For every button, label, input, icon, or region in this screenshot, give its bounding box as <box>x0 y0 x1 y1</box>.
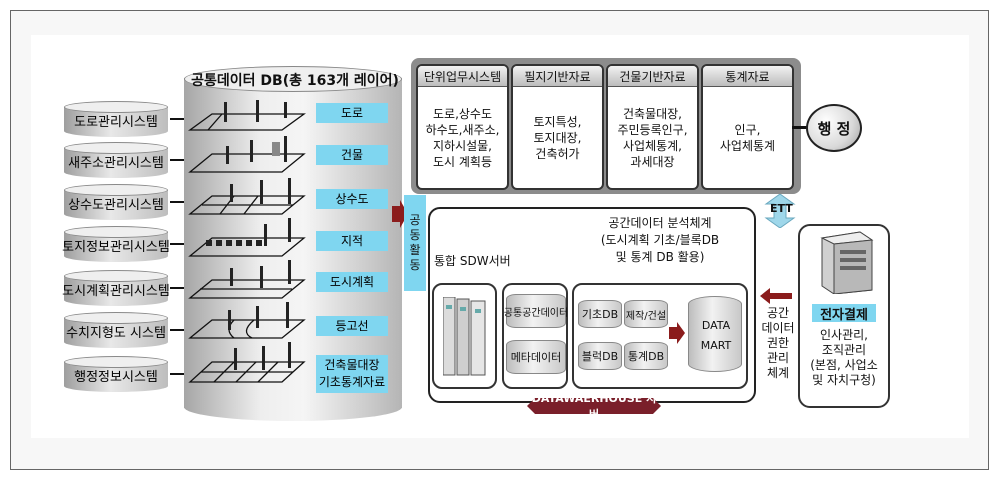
info-box-body: 인구, 사업체통계 <box>719 123 776 153</box>
sdw-label: 통합 SDW서버 <box>434 254 511 268</box>
common-db-cylinder-bottom <box>184 393 402 421</box>
layer-label: 건물 <box>316 145 388 165</box>
system-label: 상수도관리시스템 <box>68 197 164 213</box>
system-label: 행정정보시스템 <box>74 369 158 385</box>
layer-label: 지적 <box>316 231 388 251</box>
red-arrow-left <box>760 288 792 304</box>
layer-label: 도시계획 <box>316 272 388 292</box>
production-db: 제작/건설 <box>624 300 668 328</box>
system-label: 토지정보관리시스템 <box>62 239 170 255</box>
metadata-db: 메타데이터 <box>506 340 566 374</box>
info-box-body: 토지특성, 토지대장, 건축허가 <box>533 115 582 161</box>
system-cylinder: 행정정보시스템 <box>64 356 168 392</box>
info-box-body: 건축물대장, 주민등록인구, 사업체통계, 과세대장 <box>617 107 688 169</box>
system-cylinder: 도시계획관리시스템 <box>62 270 170 306</box>
common-db-cylinder-top <box>184 66 402 92</box>
system-cylinder: 토지정보관리시스템 <box>62 226 170 262</box>
data-mart-line2: MART <box>700 339 732 352</box>
common-spatial-data-db: 공통공간데이터 <box>504 294 568 328</box>
system-cylinder: 새주소관리시스템 <box>64 142 168 178</box>
system-cylinder: 수치지형도 시스템 <box>64 312 168 348</box>
data-mart-db: DATA MART <box>688 296 742 372</box>
info-box-header: 단위업무시스템 <box>418 66 507 87</box>
system-cylinder: 도로관리시스템 <box>64 101 168 137</box>
layer-label: 건축물대장 기초통계자료 <box>316 355 388 393</box>
analysis-title: 공간데이터 분석체계 <box>608 216 712 230</box>
stats-db: 통계DB <box>624 342 668 370</box>
info-box-header: 건물기반자료 <box>608 66 697 87</box>
joint-activity-bar: 공 동 활 동 <box>404 195 426 291</box>
info-box-header: 통계자료 <box>703 66 792 87</box>
system-label: 수치지형도 시스템 <box>66 325 166 341</box>
ett-label: ETT <box>770 202 793 215</box>
db-title: 공통데이터 DB(총 163개 레이어) <box>191 73 399 89</box>
layer-label: 도로 <box>316 103 388 123</box>
info-box-header: 필지기반자료 <box>513 66 602 87</box>
server-rack-icon <box>443 297 486 376</box>
authority-mgmt-label: 공간 데이터 권한 관리 체계 <box>761 306 795 380</box>
basic-db: 기초DB <box>578 300 622 328</box>
link-line <box>792 126 808 129</box>
layer-label: 등고선 <box>316 316 388 336</box>
system-cylinder: 상수도관리시스템 <box>64 184 168 220</box>
info-box-body: 도로,상수도 하수도,새주소, 지하시설물, 도시 계획등 <box>425 107 500 169</box>
e-approval-title: 전자결제 <box>812 304 876 323</box>
administration-node: 행 정 <box>806 104 862 152</box>
server-tower-icon <box>820 231 874 294</box>
analysis-sub2: 및 통계 DB 활용) <box>615 250 705 264</box>
mart-arrow <box>669 322 685 344</box>
system-label: 도시계획관리시스템 <box>62 283 170 299</box>
datawarehouse-server-bar: DATAWAERHOUSE 서버 <box>527 398 661 414</box>
e-approval-desc: 인사관리, 조직관리 (본점, 사업소 및 자치구청) <box>810 328 878 387</box>
system-label: 도로관리시스템 <box>74 114 158 130</box>
ett-arrow <box>764 194 796 228</box>
system-label: 새주소관리시스템 <box>68 155 164 171</box>
layer-planes <box>188 100 306 383</box>
block-db: 블럭DB <box>578 342 622 370</box>
layer-label: 상수도 <box>316 189 388 209</box>
data-mart-line1: DATA <box>701 319 731 332</box>
analysis-sub1: (도시계획 기초/블록DB <box>600 233 720 247</box>
